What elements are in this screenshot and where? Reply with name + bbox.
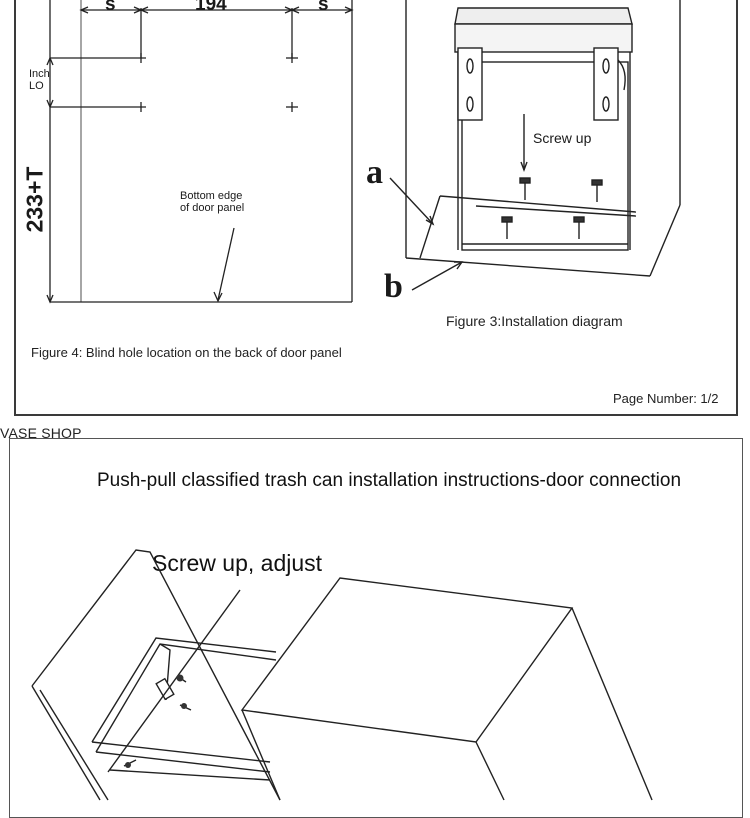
figure3-caption: Figure 3:Installation diagram (446, 313, 623, 329)
label-a: a (366, 154, 383, 191)
figure4-caption: Figure 4: Blind hole location on the bac… (31, 345, 342, 360)
bottom-edge-label-2: of door panel (180, 202, 245, 214)
bottom-edge-label-1: Bottom edge (180, 190, 243, 202)
page-number: Page Number: 1/2 (613, 391, 719, 406)
screw-up-label: Screw up (533, 130, 592, 146)
unit-label-inch: Inch (29, 68, 50, 80)
dim-right-s: s (318, 0, 329, 15)
section2-title: Push-pull classified trash can installat… (97, 470, 682, 491)
shop-name: VASE SHOP (0, 425, 82, 441)
door-connection-drawing (31, 549, 653, 801)
label-b: b (384, 268, 403, 305)
dim-left-s: s (105, 0, 116, 15)
screw-adjust-label: Screw up, adjust (152, 550, 323, 576)
figure4-drawing (46, 0, 354, 304)
figure3-drawing (389, 0, 681, 291)
dim-center-194: 194 (195, 0, 227, 15)
unit-label-lo: LO (29, 80, 44, 92)
